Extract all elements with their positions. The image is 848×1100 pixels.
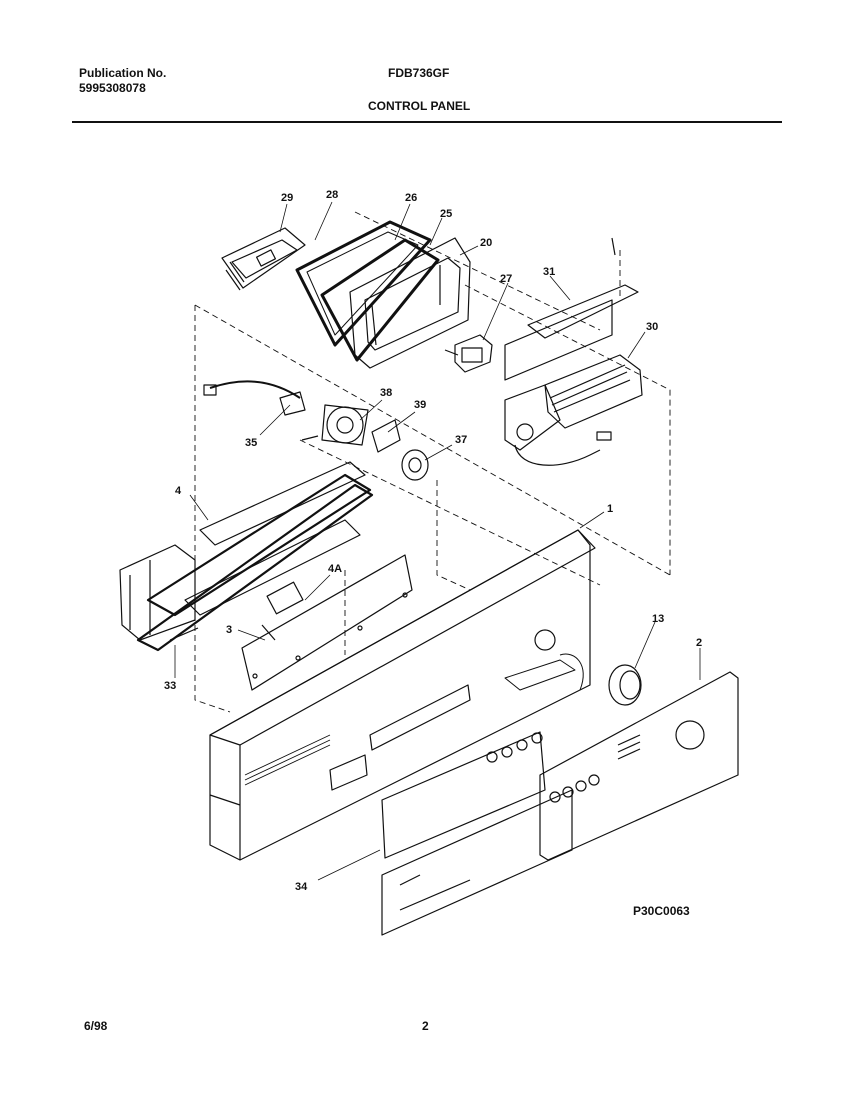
callout-26: 26 [405,192,417,204]
callout-33: 33 [164,680,176,692]
assembly-guide-lines [194,211,671,713]
header-rule [72,121,782,123]
callout-27: 27 [500,273,512,285]
part-29-keypad [221,227,306,291]
drawing-code: P30C0063 [633,904,690,918]
part-30-vent-assembly [504,354,643,466]
part-3-circuit-board [241,554,413,691]
callout-38: 38 [380,387,392,399]
part-20-housing [349,237,471,369]
footer-date: 6/98 [84,1019,108,1033]
ribbon-cable [504,653,584,691]
callout-29: 29 [281,192,293,204]
callout-2: 2 [696,637,702,649]
part-34-nameplate [381,731,573,936]
part-31-cover [504,237,639,381]
part-28-gasket [295,220,432,347]
callout-13: 13 [652,613,664,625]
part-13-knob [608,664,642,706]
part-1-control-panel [209,529,596,861]
callout-1: 1 [607,503,613,515]
callout-4: 4 [175,485,182,497]
callout-25: 25 [440,208,452,220]
callout-34: 34 [295,881,308,893]
callout-37: 37 [455,434,467,446]
part-38-selector [301,404,369,446]
page-number: 2 [422,1019,429,1033]
callout-leaders [174,201,701,881]
callout-labels: 29 28 26 25 20 27 31 30 35 38 39 37 4 1 … [164,189,702,893]
callout-31: 31 [543,266,555,278]
publication-label: Publication No. [79,66,167,80]
part-2-overlay [539,671,739,861]
part-27-switch [444,334,493,373]
callout-35: 35 [245,437,257,449]
section-title: CONTROL PANEL [368,99,471,113]
callout-39: 39 [414,399,426,411]
part-25-frame [320,238,440,362]
part-37-knob [401,449,429,481]
model-number: FDB736GF [388,66,450,80]
publication-number: 5995308078 [79,81,146,95]
callout-3: 3 [226,624,232,636]
part-35-harness [203,380,306,416]
part-4-inner-panel [119,461,374,652]
callout-4a: 4A [328,563,342,575]
part-39-bracket [371,419,401,453]
callout-30: 30 [646,321,658,333]
callout-20: 20 [480,237,492,249]
callout-28: 28 [326,189,338,201]
